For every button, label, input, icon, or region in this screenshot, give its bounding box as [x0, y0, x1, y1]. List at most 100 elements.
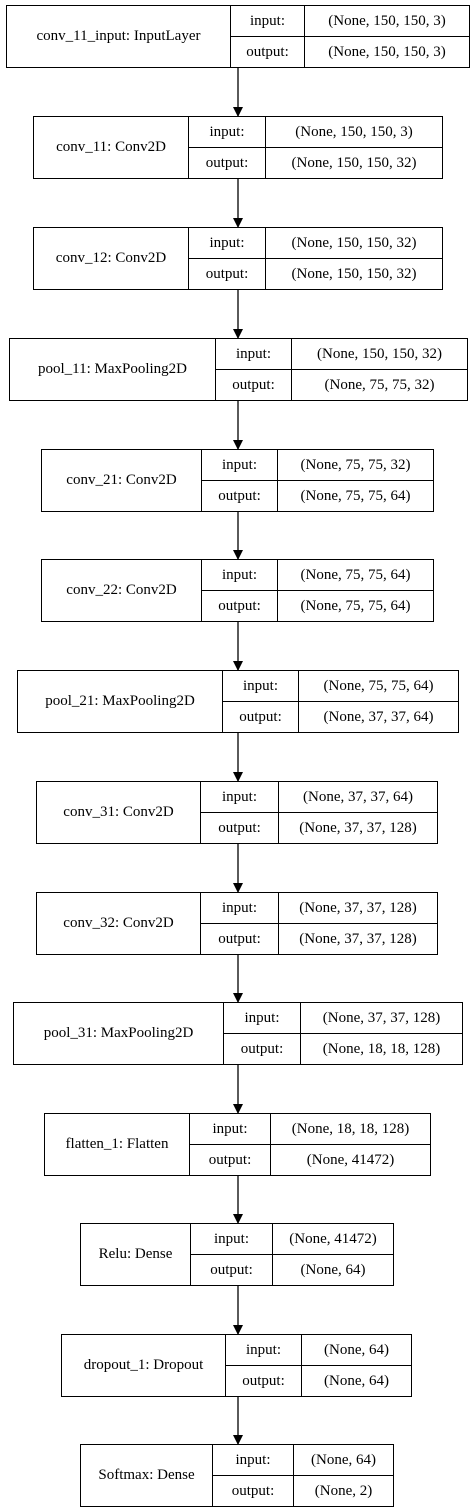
io-labels: input: output: — [189, 117, 266, 178]
output-label: output: — [218, 597, 261, 614]
output-shape: (None, 37, 37, 64) — [323, 708, 434, 725]
input-label: input: — [231, 6, 304, 37]
output-shape: (None, 37, 37, 128) — [299, 819, 417, 836]
io-shapes: (None, 150, 150, 3) (None, 150, 150, 3) — [305, 6, 469, 67]
io-shapes: (None, 150, 150, 32) (None, 75, 75, 32) — [292, 339, 467, 400]
io-labels: input: output: — [202, 560, 278, 621]
output-shape: (None, 37, 37, 128) — [299, 930, 417, 947]
input-shape: (None, 64) — [302, 1335, 411, 1366]
input-label: input: — [202, 560, 277, 591]
input-shape: (None, 75, 75, 32) — [278, 450, 433, 481]
layer-name: conv_32: Conv2D — [37, 893, 201, 954]
io-shapes: (None, 41472) (None, 64) — [273, 1224, 393, 1285]
layer-name: Softmax: Dense — [81, 1445, 213, 1506]
input-shape: (None, 150, 150, 3) — [305, 6, 469, 37]
output-shape: (None, 18, 18, 128) — [322, 1040, 441, 1057]
io-labels: input: output: — [223, 671, 299, 732]
io-labels: input:output: — [202, 450, 278, 511]
layer-name: conv_11: Conv2D — [34, 117, 189, 178]
layer-name: Relu: Dense — [81, 1224, 191, 1285]
input-label: input: — [189, 117, 265, 148]
output-label: output: — [205, 154, 249, 171]
io-shapes: (None, 64) (None, 64) — [302, 1335, 411, 1396]
io-shapes: (None, 18, 18, 128) (None, 41472) — [271, 1114, 430, 1175]
layer-name: conv_11_input: InputLayer — [7, 6, 231, 67]
input-label: input: — [226, 1335, 301, 1366]
output-label: output: — [232, 376, 275, 393]
input-shape: (None, 75, 75, 64) — [299, 671, 458, 702]
layer-name: pool_11: MaxPooling2D — [10, 339, 216, 400]
input-shape: (None, 75, 75, 64) — [278, 560, 433, 591]
io-shapes: (None, 64) (None, 2) — [294, 1445, 393, 1506]
io-labels: input: output: — [231, 6, 305, 67]
output-shape: (None, 41472) — [306, 1151, 395, 1168]
input-shape: (None, 37, 37, 128) — [279, 893, 437, 924]
io-labels: input: output: — [226, 1335, 302, 1396]
io-shapes: (None, 75, 75, 64) (None, 75, 75, 64) — [278, 560, 433, 621]
io-shapes: (None, 75, 75, 64) (None, 37, 37, 64) — [299, 671, 458, 732]
output-shape: (None, 64) — [300, 1261, 366, 1278]
input-label: input: — [213, 1445, 293, 1476]
output-label: output: — [210, 1261, 253, 1278]
io-shapes: (None, 75, 75, 32) (None, 75, 75, 64) — [278, 450, 433, 511]
input-label: input: — [201, 782, 278, 813]
output-shape: (None, 150, 150, 3) — [328, 43, 446, 60]
io-labels: input: output: — [201, 893, 279, 954]
input-shape: (None, 18, 18, 128) — [271, 1114, 430, 1145]
output-label: output: — [208, 1151, 252, 1168]
layer-name: conv_12: Conv2D — [34, 228, 189, 289]
output-label: output: — [218, 930, 261, 947]
input-label: input: — [224, 1003, 300, 1034]
layer-name: conv_21: Conv2D — [42, 450, 202, 511]
output-label: output: — [246, 43, 289, 60]
input-label: input: — [216, 339, 291, 370]
output-label: output: — [239, 708, 282, 725]
layer-name: pool_21: MaxPooling2D — [18, 671, 223, 732]
io-shapes: (None, 37, 37, 64) (None, 37, 37, 128) — [279, 782, 437, 843]
input-label: input: — [189, 228, 265, 259]
layer-name: dropout_1: Dropout — [62, 1335, 226, 1396]
input-label: input: — [190, 1114, 270, 1145]
input-shape: (None, 37, 37, 128) — [301, 1003, 462, 1034]
input-shape: (None, 64) — [294, 1445, 393, 1476]
input-shape: (None, 150, 150, 3) — [266, 117, 442, 148]
io-shapes: (None, 37, 37, 128) (None, 37, 37, 128) — [279, 893, 437, 954]
io-shapes: (None, 150, 150, 32)(None, 150, 150, 32) — [266, 228, 442, 289]
layer-name: flatten_1: Flatten — [45, 1114, 190, 1175]
output-shape: (None, 150, 150, 32) — [291, 154, 417, 171]
output-label: output: — [205, 265, 249, 282]
output-shape: (None, 150, 150, 32) — [291, 265, 417, 282]
output-shape: (None, 64) — [324, 1372, 389, 1389]
io-labels: input:output: — [224, 1003, 301, 1064]
output-label: output: — [218, 819, 261, 836]
output-shape: (None, 75, 75, 32) — [324, 376, 435, 393]
layer-name: conv_31: Conv2D — [37, 782, 201, 843]
layer-name: pool_31: MaxPooling2D — [14, 1003, 224, 1064]
input-label: input: — [202, 450, 277, 481]
input-label: input: — [201, 893, 278, 924]
io-labels: input:output: — [191, 1224, 273, 1285]
output-shape: (None, 75, 75, 64) — [300, 487, 411, 504]
input-label: input: — [223, 671, 298, 702]
output-shape: (None, 2) — [314, 1482, 373, 1499]
input-shape: (None, 150, 150, 32) — [292, 339, 467, 370]
output-label: output: — [242, 1372, 285, 1389]
output-label: output: — [231, 1482, 275, 1499]
input-shape: (None, 41472) — [273, 1224, 393, 1255]
io-labels: input: output: — [201, 782, 279, 843]
input-shape: (None, 37, 37, 64) — [279, 782, 437, 813]
output-shape: (None, 75, 75, 64) — [300, 597, 411, 614]
io-labels: input: output: — [216, 339, 292, 400]
